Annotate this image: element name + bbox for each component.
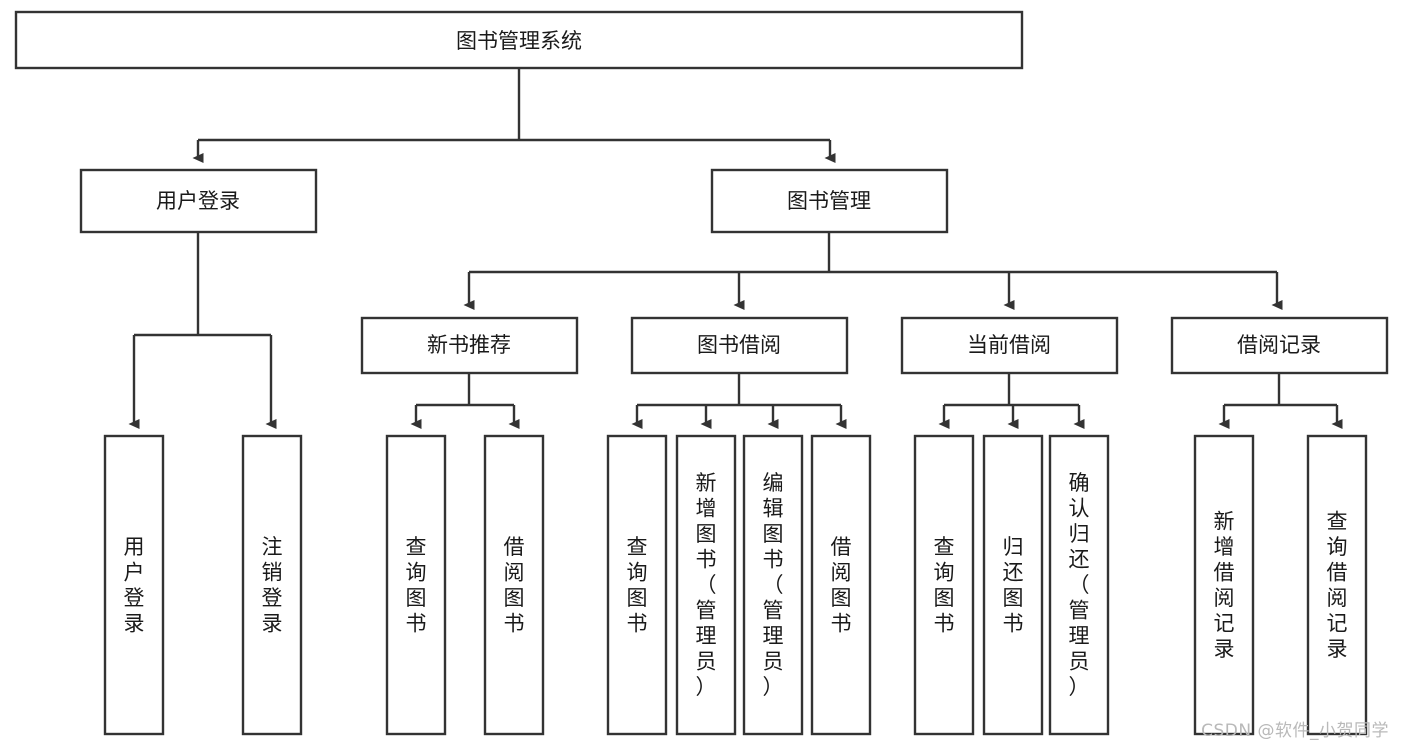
node-new-book-recommend-label: 新书推荐 bbox=[427, 333, 511, 357]
node-root-label: 图书管理系统 bbox=[456, 29, 582, 53]
connector-user-login-to-leaves bbox=[128, 232, 277, 429]
node-user-login-label: 用户登录 bbox=[156, 189, 240, 213]
leaf-edit-book-admin-box bbox=[742, 434, 804, 736]
node-current-borrow-box bbox=[900, 316, 1119, 375]
node-new-book-recommend[interactable]: 新书推荐 bbox=[360, 316, 579, 375]
leaf-add-borrow-record-label: 新增借阅记录 bbox=[1214, 509, 1235, 661]
leaf-query-borrow-record-box bbox=[1306, 434, 1368, 736]
csdn-watermark: CSDN @软件_小贺同学 bbox=[1201, 721, 1389, 741]
connector-borrow-record-to-leaves bbox=[1218, 373, 1343, 429]
leaf-user-login-box bbox=[103, 434, 165, 736]
leaf-borrow-book-2-label: 借阅图书 bbox=[831, 535, 852, 636]
leaf-edit-book-admin[interactable]: 编辑图书（管理员） bbox=[742, 434, 804, 736]
leaf-return-book[interactable]: 归还图书 bbox=[982, 434, 1044, 736]
leaf-borrow-book-1[interactable]: 借阅图书 bbox=[483, 434, 545, 736]
connector-new-book-recommend-to-leaves bbox=[410, 373, 520, 429]
leaf-query-book-1[interactable]: 查询图书 bbox=[385, 434, 447, 736]
node-book-management[interactable]: 图书管理 bbox=[710, 168, 949, 234]
leaf-borrow-book-1-box bbox=[483, 434, 545, 736]
node-current-borrow[interactable]: 当前借阅 bbox=[900, 316, 1119, 375]
leaf-return-book-box bbox=[982, 434, 1044, 736]
leaf-logout-login-box bbox=[241, 434, 303, 736]
leaf-user-login[interactable]: 用户登录 bbox=[103, 434, 165, 736]
leaf-return-book-label: 归还图书 bbox=[1003, 535, 1024, 636]
leaf-query-book-3[interactable]: 查询图书 bbox=[913, 434, 975, 736]
connector-book-borrow-to-leaves bbox=[631, 373, 847, 429]
leaf-query-book-2-label: 查询图书 bbox=[627, 535, 648, 636]
leaf-query-book-2[interactable]: 查询图书 bbox=[606, 434, 668, 736]
leaf-edit-book-admin-label: 编辑图书（管理员） bbox=[763, 471, 784, 699]
connector-current-borrow-to-leaves bbox=[938, 373, 1085, 429]
leaf-add-borrow-record[interactable]: 新增借阅记录 bbox=[1193, 434, 1255, 736]
node-book-borrow-label: 图书借阅 bbox=[697, 333, 781, 357]
node-book-borrow[interactable]: 图书借阅 bbox=[630, 316, 849, 375]
leaf-user-login-label: 用户登录 bbox=[124, 535, 145, 636]
node-borrow-record[interactable]: 借阅记录 bbox=[1170, 316, 1389, 375]
leaf-borrow-book-1-label: 借阅图书 bbox=[504, 535, 525, 636]
leaf-query-borrow-record[interactable]: 查询借阅记录 bbox=[1306, 434, 1368, 736]
leaf-query-book-3-box bbox=[913, 434, 975, 736]
leaf-add-borrow-record-box bbox=[1193, 434, 1255, 736]
leaf-query-borrow-record-label: 查询借阅记录 bbox=[1327, 509, 1348, 661]
leaf-add-book-admin-label: 新增图书（管理员） bbox=[696, 471, 717, 699]
leaf-borrow-book-2[interactable]: 借阅图书 bbox=[810, 434, 872, 736]
leaf-confirm-return-admin-box bbox=[1048, 434, 1110, 736]
connector-root-to-level2 bbox=[192, 68, 836, 163]
leaf-confirm-return-admin-label: 确认归还（管理员） bbox=[1069, 471, 1090, 699]
node-current-borrow-label: 当前借阅 bbox=[967, 333, 1051, 357]
leaf-query-book-1-box bbox=[385, 434, 447, 736]
leaf-logout-login[interactable]: 注销登录 bbox=[241, 434, 303, 736]
leaf-confirm-return-admin[interactable]: 确认归还（管理员） bbox=[1048, 434, 1110, 736]
leaf-logout-login-label: 注销登录 bbox=[262, 535, 283, 636]
node-user-login-box bbox=[79, 168, 318, 234]
node-new-book-recommend-box bbox=[360, 316, 579, 375]
node-user-login[interactable]: 用户登录 bbox=[79, 168, 318, 234]
node-book-management-label: 图书管理 bbox=[787, 189, 871, 213]
connector-book-management-to-level3 bbox=[463, 232, 1283, 310]
leaf-query-book-3-label: 查询图书 bbox=[934, 535, 955, 636]
node-borrow-record-label: 借阅记录 bbox=[1237, 333, 1321, 357]
leaf-add-book-admin[interactable]: 新增图书（管理员） bbox=[675, 434, 737, 736]
node-root-box bbox=[14, 10, 1024, 70]
leaf-query-book-2-box bbox=[606, 434, 668, 736]
leaf-add-book-admin-box bbox=[675, 434, 737, 736]
node-root[interactable]: 图书管理系统 bbox=[14, 10, 1024, 70]
leaf-borrow-book-2-box bbox=[810, 434, 872, 736]
leaf-query-book-1-label: 查询图书 bbox=[406, 535, 427, 636]
